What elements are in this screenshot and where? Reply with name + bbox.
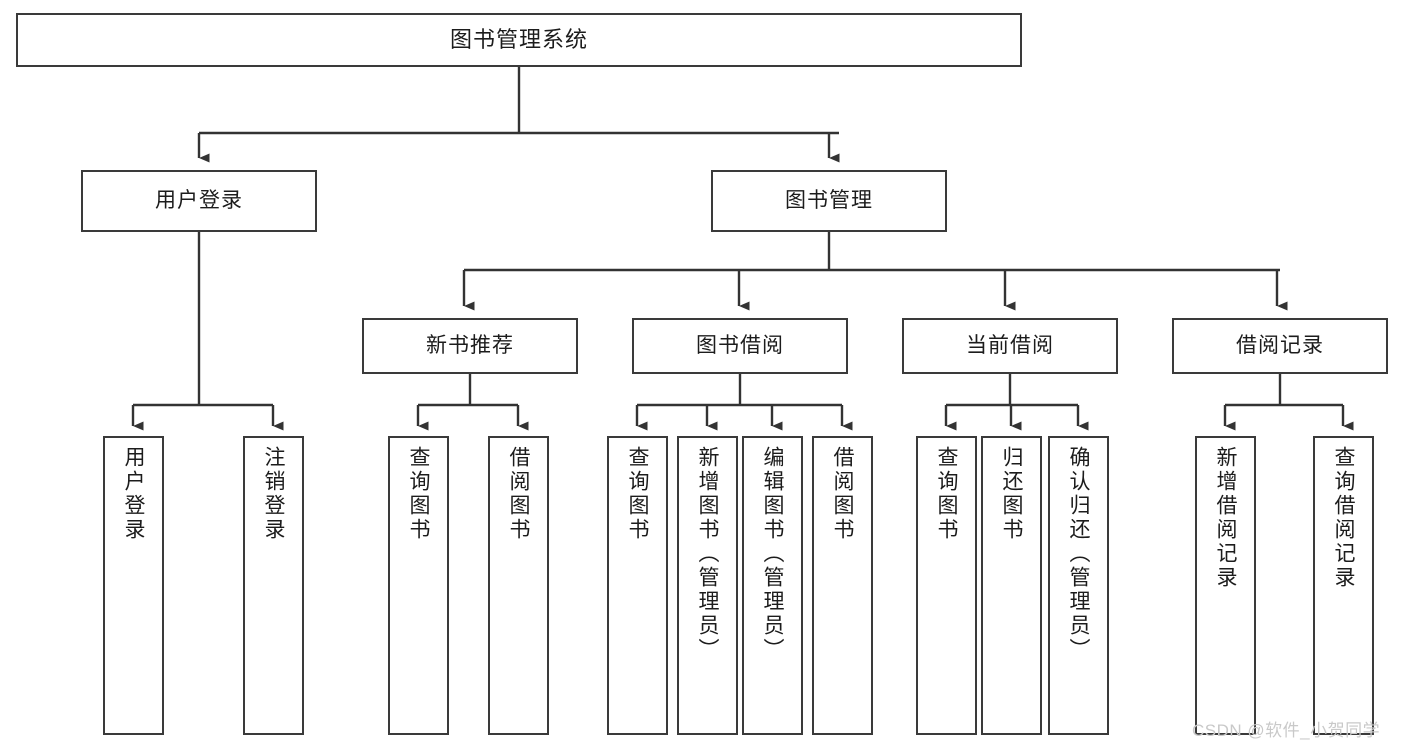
node-label: 归还图书	[1000, 446, 1023, 542]
node-label: 确认归还（管理员）	[1067, 446, 1090, 662]
node-root-system[interactable]: 图书管理系统	[16, 13, 1022, 67]
node-leaf-query-book-rec[interactable]: 查询图书	[388, 436, 449, 735]
node-label: 图书借阅	[696, 333, 784, 357]
node-leaf-edit-book-admin[interactable]: 编辑图书（管理员）	[742, 436, 803, 735]
node-label: 图书管理	[785, 188, 873, 212]
node-leaf-user-logout[interactable]: 注销登录	[243, 436, 304, 735]
node-label: 查询借阅记录	[1332, 446, 1355, 590]
node-label: 借阅记录	[1236, 333, 1324, 357]
node-label: 用户登录	[155, 188, 243, 212]
node-label: 图书管理系统	[449, 27, 588, 53]
node-leaf-borrow-book[interactable]: 借阅图书	[812, 436, 873, 735]
node-label: 用户登录	[122, 446, 145, 542]
node-label: 编辑图书（管理员）	[761, 446, 784, 662]
node-current-borrow[interactable]: 当前借阅	[902, 318, 1118, 374]
node-leaf-user-login[interactable]: 用户登录	[103, 436, 164, 735]
node-leaf-add-book-admin[interactable]: 新增图书（管理员）	[677, 436, 738, 735]
node-leaf-query-book-borrow[interactable]: 查询图书	[607, 436, 668, 735]
node-label: 查询图书	[407, 446, 430, 542]
node-leaf-return-book[interactable]: 归还图书	[981, 436, 1042, 735]
node-book-borrow[interactable]: 图书借阅	[632, 318, 848, 374]
node-label: 查询图书	[626, 446, 649, 542]
node-book-manage[interactable]: 图书管理	[711, 170, 947, 232]
node-leaf-confirm-return-admin[interactable]: 确认归还（管理员）	[1048, 436, 1109, 735]
node-label: 新增图书（管理员）	[696, 446, 719, 662]
node-label: 注销登录	[262, 446, 285, 542]
node-leaf-query-book-current[interactable]: 查询图书	[916, 436, 977, 735]
node-label: 新增借阅记录	[1214, 446, 1237, 590]
node-label: 新书推荐	[426, 333, 514, 357]
node-label: 当前借阅	[966, 333, 1054, 357]
node-leaf-query-borrow-record[interactable]: 查询借阅记录	[1313, 436, 1374, 735]
node-user-login[interactable]: 用户登录	[81, 170, 317, 232]
node-leaf-add-borrow-record[interactable]: 新增借阅记录	[1195, 436, 1256, 735]
node-leaf-borrow-book-rec[interactable]: 借阅图书	[488, 436, 549, 735]
node-label: 查询图书	[935, 446, 958, 542]
node-borrow-record[interactable]: 借阅记录	[1172, 318, 1388, 374]
node-label: 借阅图书	[507, 446, 530, 542]
node-new-book-rec[interactable]: 新书推荐	[362, 318, 578, 374]
node-label: 借阅图书	[831, 446, 854, 542]
